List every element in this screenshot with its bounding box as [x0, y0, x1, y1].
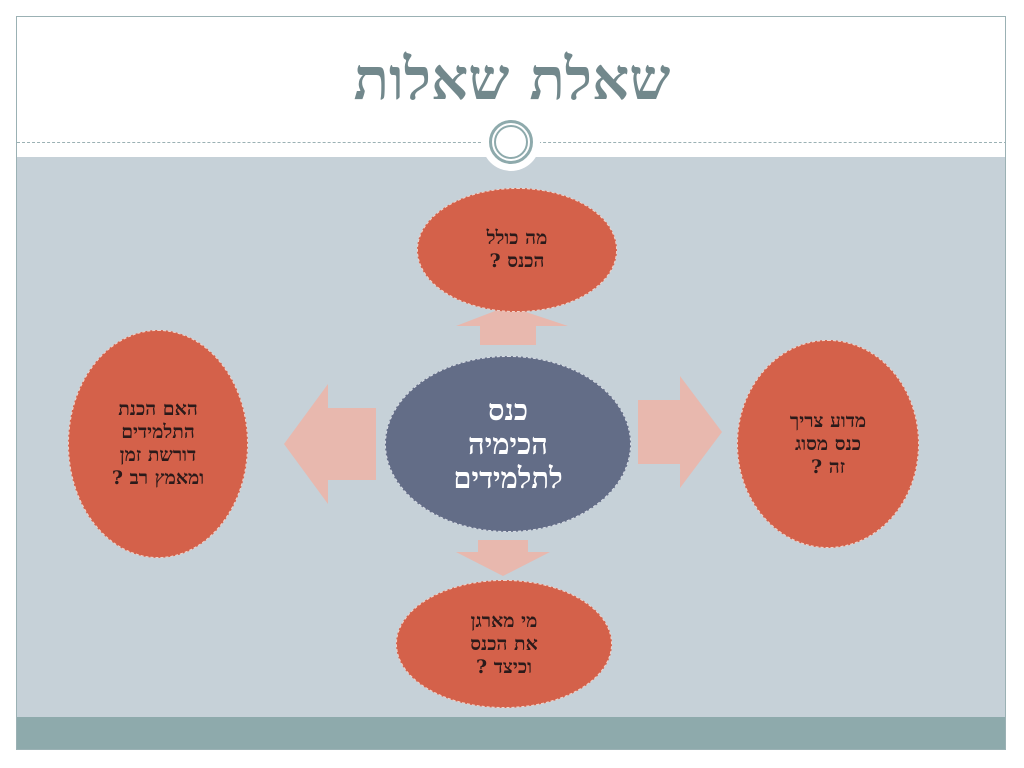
arrow-down: [456, 540, 550, 576]
arrow-right: [638, 376, 722, 488]
center-node-text: כנס הכימיה לתלמידים: [453, 393, 563, 495]
center-node: כנס הכימיה לתלמידים: [385, 356, 631, 532]
node-right: מדוע צריך כנס מסוג זה ?: [737, 340, 919, 548]
node-top-text: מה כולל הכנס ?: [486, 227, 548, 272]
node-bottom: מי מארגן את הכנס וכיצד ?: [396, 580, 612, 708]
slide-title: שאלת שאלות: [353, 45, 671, 113]
node-right-text: מדוע צריך כנס מסוג זה ?: [789, 409, 867, 478]
footer-bar: [17, 717, 1005, 749]
node-bottom-text: מי מארגן את הכנס וכיצד ?: [470, 609, 538, 678]
arrow-left: [284, 384, 376, 504]
node-top: מה כולל הכנס ?: [417, 188, 617, 312]
node-left: האם הכנת התלמידים דורשת זמן ומאמץ רב ?: [68, 330, 248, 558]
arrow-up: [456, 306, 568, 345]
ornament-ring-inner: [494, 125, 528, 159]
node-left-text: האם הכנת התלמידים דורשת זמן ומאמץ רב ?: [111, 398, 205, 489]
